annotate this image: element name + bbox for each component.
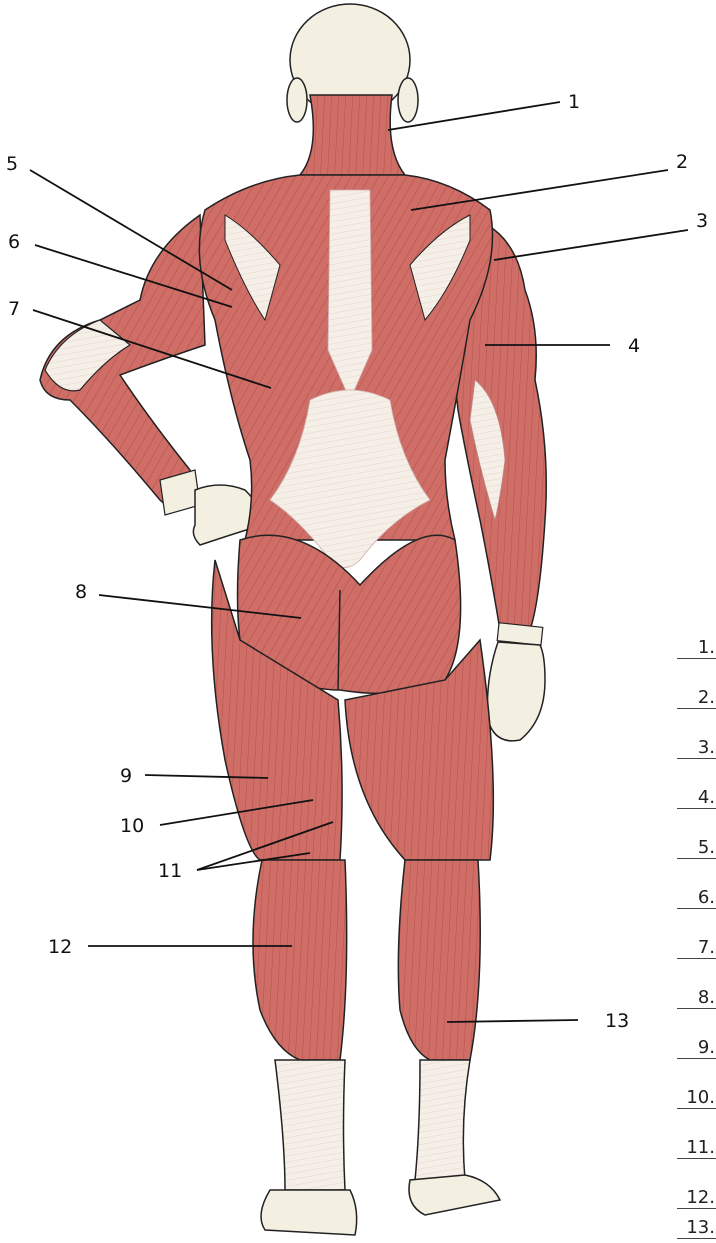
callout-3: 3 (696, 210, 708, 232)
answer-blank-5[interactable]: 5. (677, 838, 716, 859)
callout-2: 2 (676, 151, 688, 173)
answer-blank-13[interactable]: 13. (677, 1218, 716, 1239)
answer-blank-4[interactable]: 4. (677, 788, 716, 809)
answer-blank-7[interactable]: 7. (677, 938, 716, 959)
answer-blank-9[interactable]: 9. (677, 1038, 716, 1059)
callout-7: 7 (8, 298, 20, 320)
callout-13: 13 (605, 1010, 629, 1032)
left-lower-leg (275, 1060, 345, 1190)
neck (300, 95, 405, 175)
right-lower-leg (415, 1060, 470, 1180)
answer-blank-11[interactable]: 11. (677, 1138, 716, 1159)
left-calf (253, 860, 347, 1060)
callout-6: 6 (8, 231, 20, 253)
callout-8: 8 (75, 581, 87, 603)
callout-4: 4 (628, 335, 640, 357)
answer-blank-8[interactable]: 8. (677, 988, 716, 1009)
callout-11: 11 (158, 860, 182, 882)
callout-12: 12 (48, 936, 72, 958)
right-foot (409, 1175, 500, 1215)
answer-blank-1[interactable]: 1. (677, 638, 716, 659)
left-foot (261, 1190, 357, 1235)
answer-blank-3[interactable]: 3. (677, 738, 716, 759)
callout-5: 5 (6, 153, 18, 175)
answer-blank-12[interactable]: 12. (677, 1188, 716, 1209)
answer-blank-2[interactable]: 2. (677, 688, 716, 709)
answer-blank-6[interactable]: 6. (677, 888, 716, 909)
callout-1: 1 (568, 91, 580, 113)
answer-blank-10[interactable]: 10. (677, 1088, 716, 1109)
right-hand (487, 642, 545, 741)
right-calf (398, 860, 480, 1060)
callout-9: 9 (120, 765, 132, 787)
callout-10: 10 (120, 815, 144, 837)
